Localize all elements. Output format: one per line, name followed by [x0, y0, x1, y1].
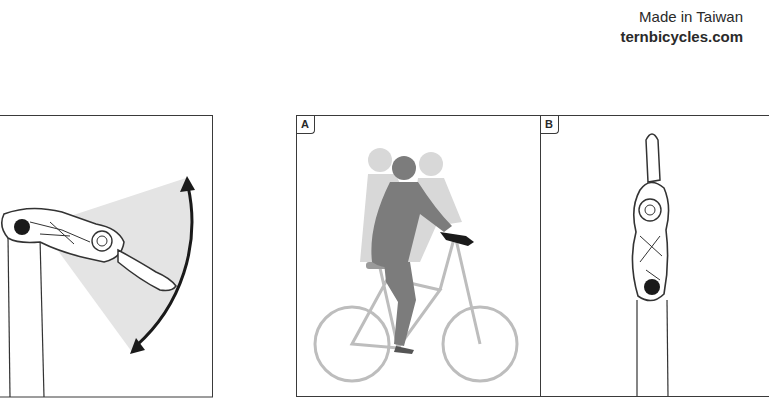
stem-line: [8, 236, 10, 397]
panel-letter: B: [541, 116, 559, 134]
website-url: ternbicycles.com: [620, 28, 743, 45]
folding-lever: [2, 208, 176, 290]
rider-illustration: [315, 148, 517, 381]
panel-frame: [0, 116, 213, 398]
swing-range: [40, 178, 192, 352]
swing-arrow: [130, 176, 195, 354]
folding-lever: [632, 134, 668, 397]
figure-panel: A: [296, 115, 541, 397]
panel-letter: A: [297, 116, 315, 134]
figure-panel: B: [540, 115, 769, 397]
origin-note: Made in Taiwan: [639, 8, 743, 25]
stem-line: [40, 238, 44, 397]
